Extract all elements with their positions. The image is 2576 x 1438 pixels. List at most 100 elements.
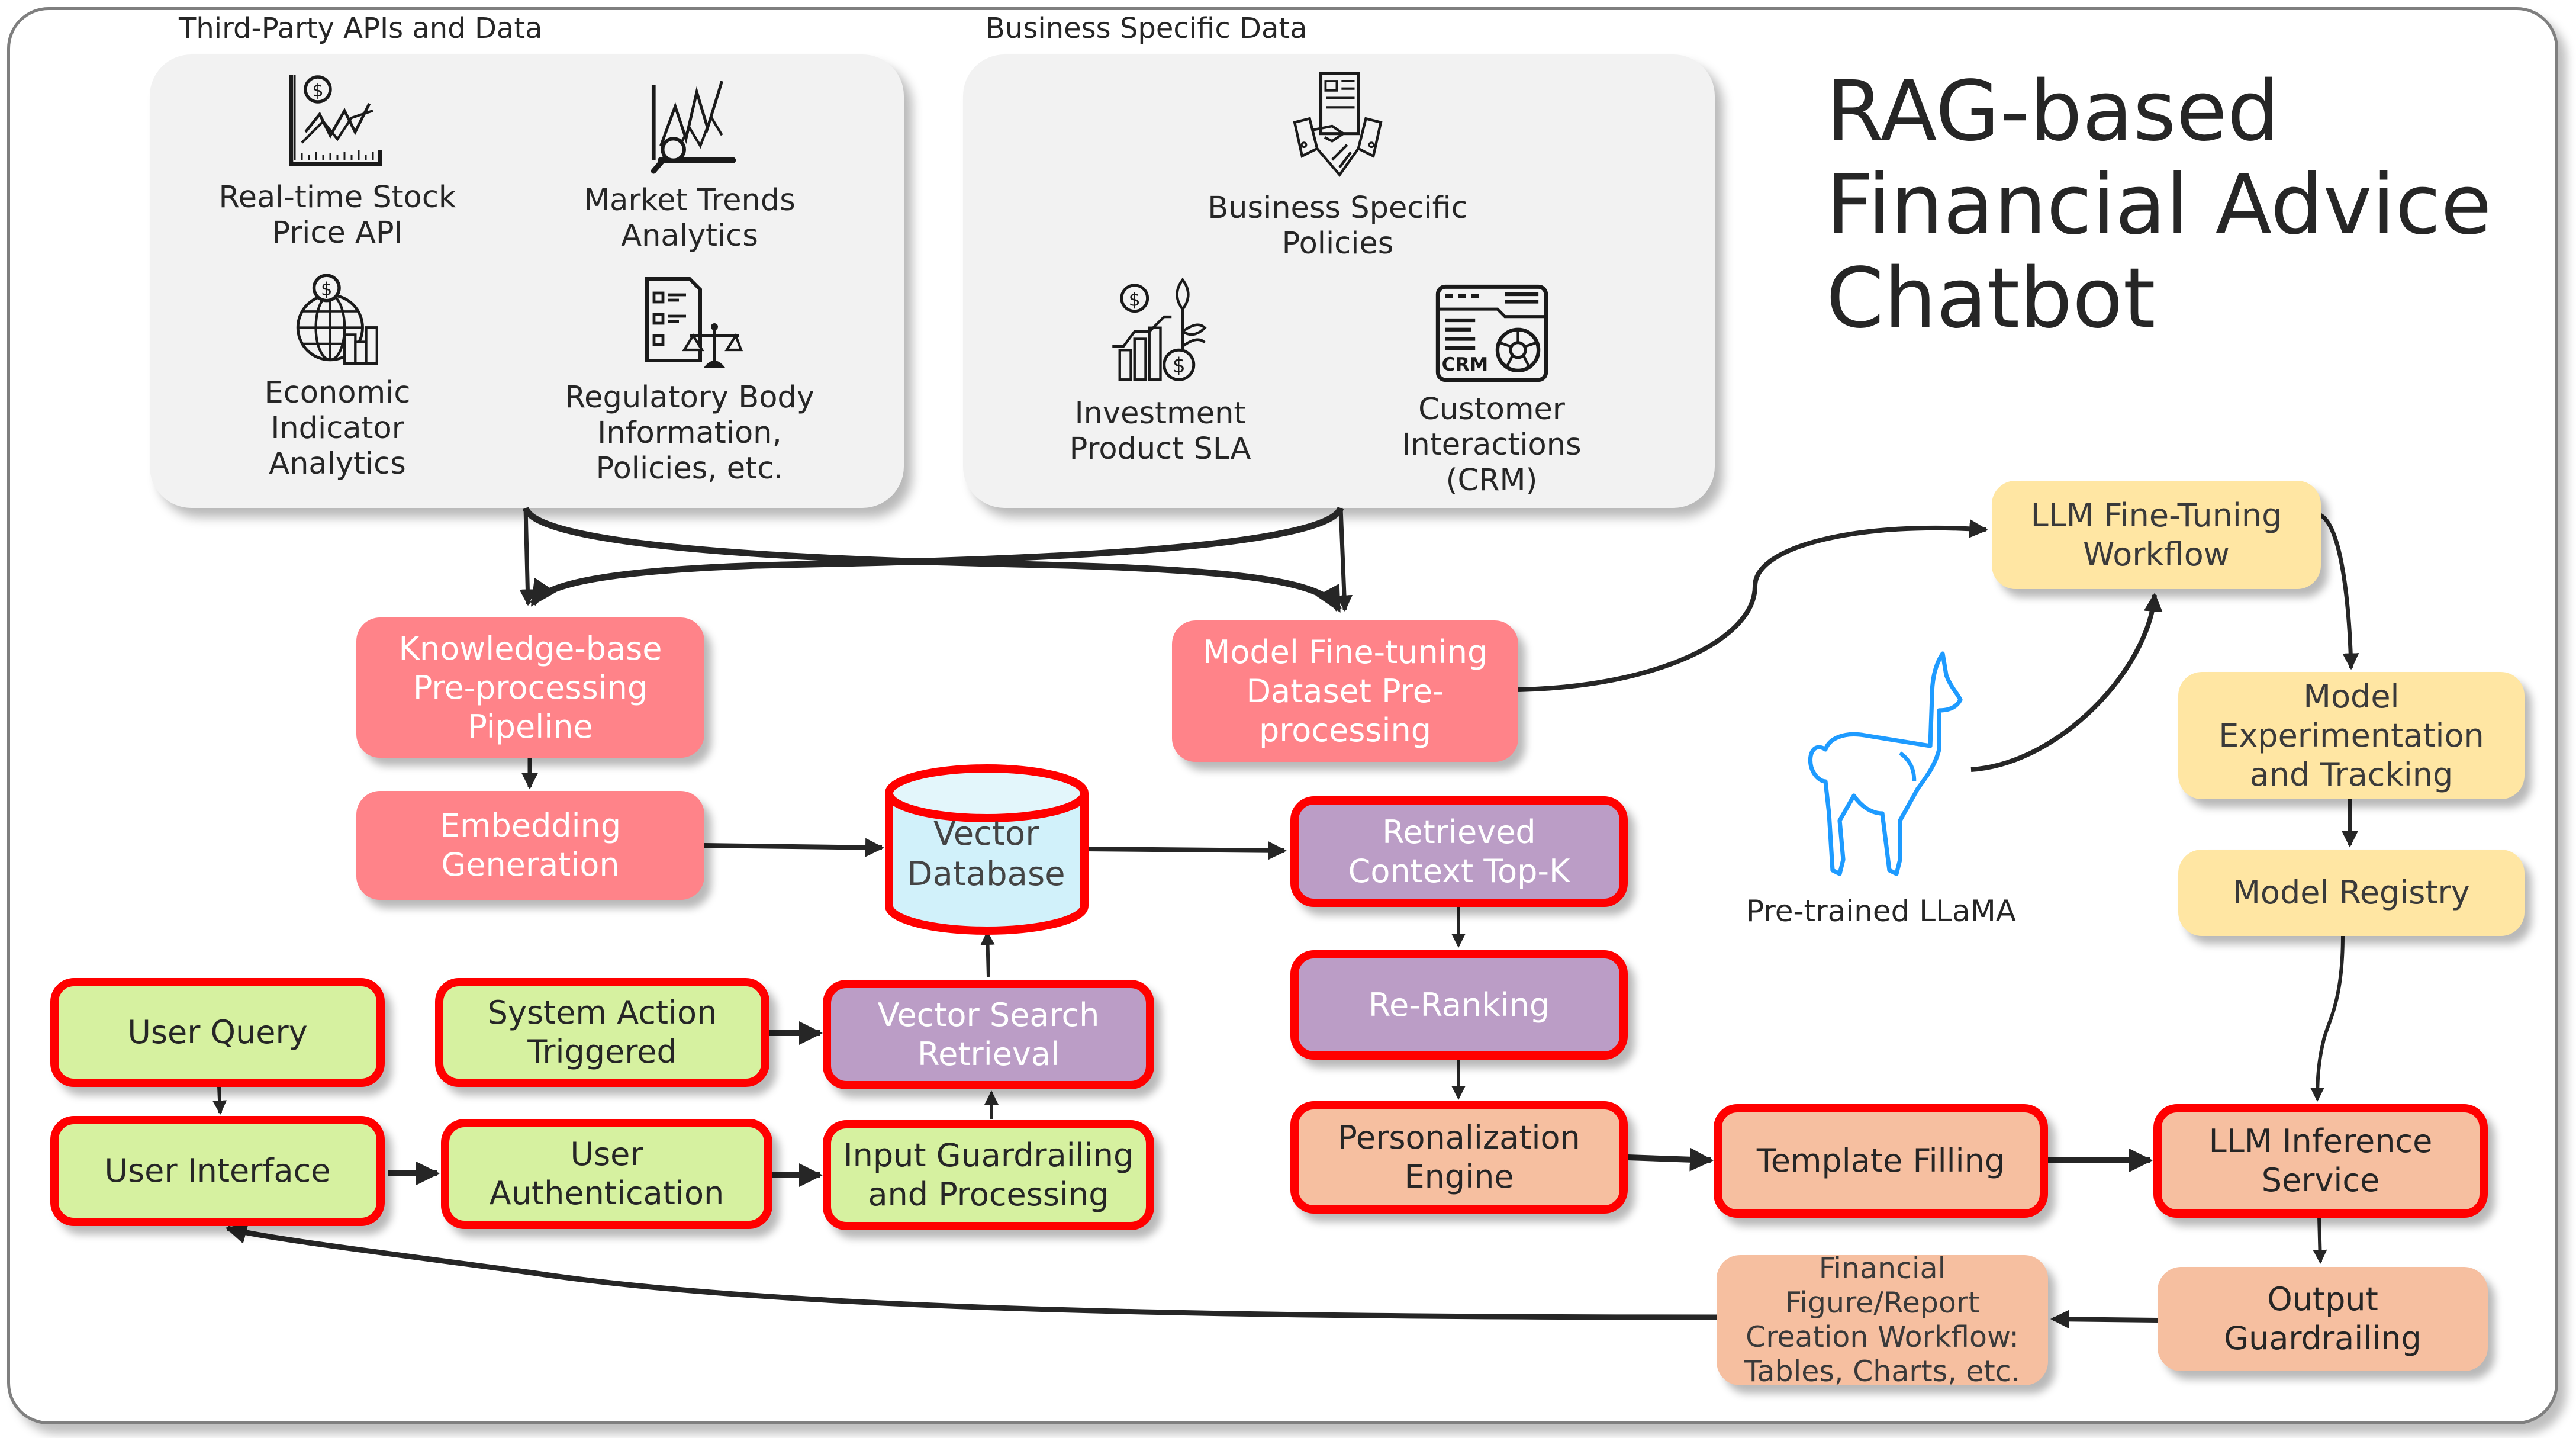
investment-growth-icon: $ $ [1112,277,1207,381]
node-label-line: Template Filling [1756,1142,2005,1179]
source-label-line: Indicator [271,411,404,446]
node-label-line: Engine [1404,1158,1514,1195]
node-label-line: Input Guardrailing [843,1137,1134,1174]
diagram-title: RAG-based Financial Advice Chatbot [1826,65,2492,346]
node-label-line: Retrieval [917,1035,1060,1073]
node-label-line: Output [2267,1281,2378,1318]
svg-text:$: $ [1172,354,1185,378]
node-label-line: Creation Workflow: [1746,1320,2019,1354]
source-label-line: Business Specific [1208,191,1468,226]
node-label-line: Model Registry [2233,874,2470,911]
title-line: RAG-based [1826,63,2280,160]
node-label-line: Pipeline [468,707,593,745]
node-label-line: LLM Inference [2208,1122,2433,1160]
source-regulatory-body: Regulatory Body Information, Policies, e… [548,271,832,487]
node-label-line: Retrieved [1382,813,1536,851]
node-user-interface[interactable]: User Interface [50,1116,385,1226]
node-label-line: processing [1258,711,1431,749]
regulatory-scales-icon [645,277,743,368]
node-label-line: Dataset Pre- [1246,672,1444,710]
node-label-line: Guardrailing [2224,1320,2422,1357]
stock-chart-icon: $ [289,75,382,166]
svg-text:$: $ [321,279,332,300]
node-label-line: Embedding [439,807,622,844]
title-line: Chatbot [1826,250,2156,347]
source-business-policies: Business Specific Policies [1190,70,1486,262]
source-label-line: Analytics [621,218,758,253]
market-trends-icon [651,81,736,174]
source-label-line: Real-time Stock [218,180,456,215]
svg-text:CRM: CRM [1441,354,1488,375]
source-label-line: Interactions [1402,427,1582,462]
node-label-line: Service [2261,1162,2380,1199]
crm-icon: CRM [1435,284,1548,382]
svg-text:$: $ [1128,289,1140,310]
vector-database-cylinder[interactable] [882,764,1091,937]
business-group-label: Business Specific Data [986,12,1308,45]
source-label-line: Market Trends [584,183,796,218]
node-label-line: Financial [1818,1252,1946,1285]
node-label-line: Model Fine-tuning [1202,633,1488,671]
node-user-query[interactable]: User Query [50,978,385,1087]
node-label-line: Database [907,855,1065,893]
title-line: Financial Advice [1826,157,2492,253]
source-label-line: Investment [1074,396,1246,431]
node-label-line: Generation [441,846,620,883]
source-customer-crm: CRM Customer Interactions (CRM) [1373,283,1610,498]
node-template-filling[interactable]: Template Filling [1714,1104,2048,1218]
node-label-line: Model [2303,677,2400,715]
node-label-line: Experimentation [2218,716,2484,754]
source-economic-indicator: $ Economic Indicator Analytics [195,266,479,482]
node-vector-database: Vector Database [888,814,1084,895]
third-party-group [150,54,904,508]
node-label-line: System Action [487,994,717,1031]
source-label-line: Customer [1418,392,1565,427]
node-label-line: Pre-processing [413,668,648,706]
node-label-line: Tables, Charts, etc. [1744,1355,2021,1388]
node-label-line: Re-Ranking [1368,986,1550,1024]
node-label-line: Knowledge-base [398,629,662,667]
source-label-line: (CRM) [1445,463,1538,498]
source-investment-sla: $ $ Investment Product SLA [1042,275,1279,467]
node-label-line: Triggered [527,1033,677,1070]
source-market-trends: Market Trends Analytics [548,74,832,254]
node-label-line: User Interface [104,1152,331,1189]
node-label-line: Context Top-K [1348,852,1570,890]
node-label-line: Authentication [489,1175,724,1212]
handshake-document-icon [1293,72,1383,177]
source-label-line: Policies, etc. [595,451,784,486]
llama-label: Pre-trained LLaMA [1746,894,2017,928]
third-party-group-label: Third-Party APIs and Data [179,12,543,45]
globe-dollar-icon: $ [296,274,378,365]
node-label-line: User [570,1135,643,1173]
node-label-line: Figure/Report [1785,1286,1980,1320]
source-label-line: Regulatory Body [565,380,814,415]
node-re-ranking[interactable]: Re-Ranking [1290,950,1628,1060]
llama-icon [1808,651,1963,876]
node-label-line: Workflow [2083,535,2230,573]
node-label-line: User Query [127,1014,308,1051]
node-label-line: and Processing [868,1176,1109,1213]
svg-text:$: $ [312,81,323,101]
source-label-line: Information, [597,416,782,451]
source-label-line: Price API [272,215,403,250]
node-label-line: Vector Search [877,996,1100,1034]
node-label-line: Personalization [1338,1119,1580,1156]
source-label-line: Analytics [269,446,406,481]
node-model-registry[interactable]: Model Registry [2178,850,2525,936]
node-label-line: and Tracking [2249,755,2453,793]
